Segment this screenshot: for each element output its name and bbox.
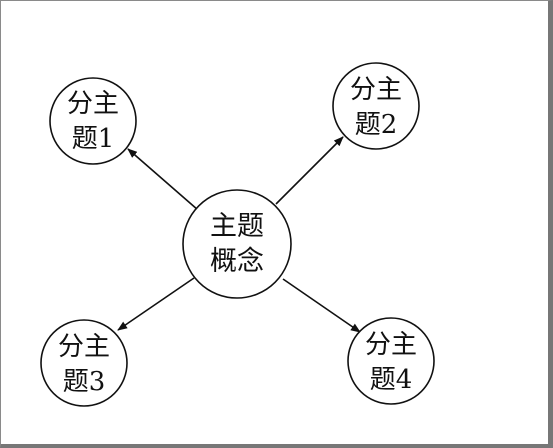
subtopic-4-line2: 题4	[370, 365, 413, 395]
subtopic-node-1: 分主 题1	[49, 77, 137, 165]
center-label-line1: 主题	[210, 211, 264, 242]
subtopic-3-line1: 分主	[58, 332, 110, 362]
arrow-to-subtopic-2	[275, 136, 344, 205]
subtopic-2-line1: 分主	[350, 75, 402, 105]
subtopic-1-line1: 分主	[67, 89, 119, 119]
center-label-line2: 概念	[210, 246, 264, 277]
subtopic-4-line1: 分主	[365, 330, 417, 360]
subtopic-2-line2: 题2	[355, 110, 398, 140]
arrow-to-subtopic-4	[282, 278, 361, 333]
subtopic-1-line2: 题1	[72, 124, 115, 154]
subtopic-node-3: 分主 题3	[40, 319, 128, 407]
subtopic-node-4: 分主 题4	[347, 317, 435, 405]
center-node: 主题 概念	[182, 189, 292, 299]
arrow-to-subtopic-3	[117, 277, 195, 331]
arrow-to-subtopic-1	[127, 148, 199, 211]
subtopic-node-2: 分主 题2	[332, 62, 420, 150]
subtopic-3-line2: 题3	[63, 367, 106, 397]
